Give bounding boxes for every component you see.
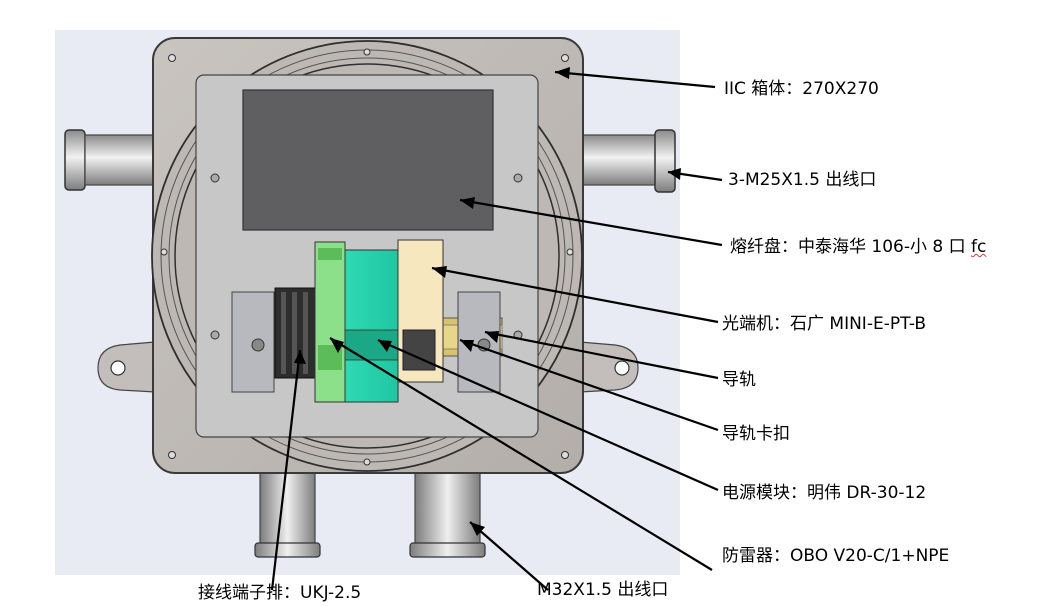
label-outlet-bottom: M32X1.5 出线口 [537, 580, 669, 600]
label-optical-terminal: 光端机：石广 MINI-E-PT-B [722, 314, 927, 334]
rail-end-clips [231, 291, 501, 393]
power-module [344, 249, 399, 403]
bottom-right-gland [409, 469, 486, 558]
label-surge-protector: 防雷器：OBO V20-C/1+NPE [722, 546, 950, 566]
left-mount-tab [97, 341, 156, 393]
left-cable-gland [64, 129, 156, 191]
label-box: IIC 箱体：270X270 [724, 79, 879, 99]
label-splice-tray: 熔纤盘：中泰海华 106-小 8 口 fc [730, 237, 986, 257]
label-power-module: 电源模块：明伟 DR-30-12 [722, 483, 927, 503]
leader-lines [270, 70, 723, 591]
splice-tray [242, 89, 494, 231]
leader-arrowheads [294, 67, 681, 536]
label-rail: 导轨 [722, 370, 756, 390]
right-cable-gland [579, 129, 676, 193]
label-terminal-strip: 接线端子排：UKJ-2.5 [198, 583, 362, 603]
optical-terminal [397, 239, 444, 383]
label-rail-clip: 导轨卡扣 [722, 424, 790, 444]
label-splice-tray-fc: fc [971, 237, 987, 257]
bottom-left-gland [254, 469, 321, 558]
terminal-strip [274, 287, 316, 379]
label-splice-tray-main: 熔纤盘：中泰海华 106-小 8 口 [730, 237, 972, 257]
surge-protector [314, 241, 346, 403]
label-outlet-side: 3-M25X1.5 出线口 [728, 170, 877, 190]
